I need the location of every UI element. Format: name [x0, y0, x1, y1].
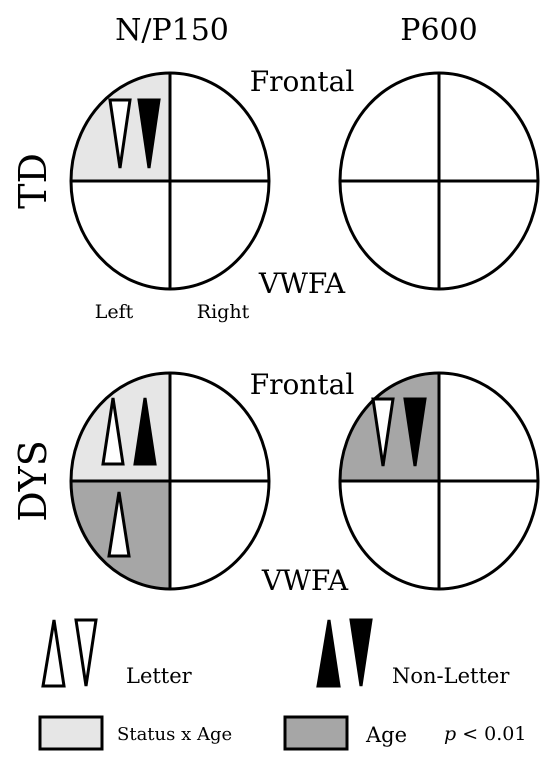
letter-marker-down	[371, 397, 395, 467]
legend-significance: p < 0.01	[444, 723, 526, 745]
legend-letter-down-icon	[74, 618, 98, 687]
legend-status-x-age-label: Status x Age	[117, 724, 232, 745]
panel-td-p600	[338, 71, 540, 291]
legend: Letter Non-Letter Status x Age Age p < 0…	[38, 618, 526, 751]
row-label-dys: DYS	[11, 440, 55, 522]
legend-non-letter-down-icon	[349, 618, 373, 687]
legend-p-symbol: p	[444, 723, 456, 745]
legend-age-swatch	[283, 715, 349, 751]
row-label-td: TD	[11, 153, 55, 209]
label-vwfa-dys: VWFA	[261, 564, 349, 597]
label-right: Right	[197, 301, 250, 323]
legend-non-letter-label: Non-Letter	[392, 664, 510, 688]
legend-letter-label: Letter	[126, 664, 193, 688]
label-frontal-dys: Frontal	[250, 368, 355, 401]
panel-td-np150	[69, 71, 271, 291]
non-letter-marker-down	[137, 98, 161, 169]
legend-non-letter-up-icon	[316, 619, 341, 688]
legend-age-label: Age	[365, 723, 407, 747]
legend-letter-up-icon	[41, 619, 66, 688]
column-header-np150: N/P150	[115, 13, 229, 48]
label-frontal-td: Frontal	[250, 65, 355, 98]
legend-status-x-age-swatch	[38, 715, 104, 751]
legend-p-threshold: < 0.01	[456, 723, 526, 745]
letter-marker-up	[101, 397, 125, 466]
letter-marker-down	[108, 98, 132, 169]
label-vwfa-td: VWFA	[258, 267, 346, 300]
letter-marker-up	[107, 491, 131, 558]
panel-dys-p600	[338, 371, 540, 591]
label-left: Left	[95, 301, 134, 323]
panel-dys-np150	[69, 371, 271, 591]
column-header-p600: P600	[400, 13, 477, 48]
non-letter-marker-up	[133, 397, 157, 466]
non-letter-marker-down	[403, 397, 427, 467]
